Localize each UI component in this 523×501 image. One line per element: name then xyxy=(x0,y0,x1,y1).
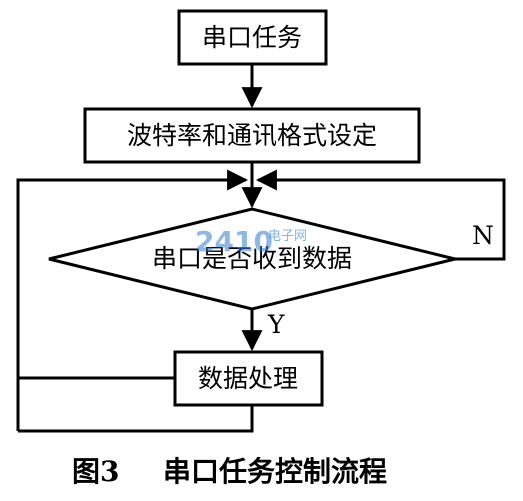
setup-node-box xyxy=(83,107,421,164)
loop-line-left xyxy=(16,169,249,431)
loop-line-right-n xyxy=(255,169,506,261)
process-node-label: 数据处理 xyxy=(198,364,298,393)
start-node-label: 串口任务 xyxy=(202,23,302,52)
caption-title: 串口任务控制流程 xyxy=(163,455,387,488)
caption-figure-number: 图3 xyxy=(72,455,119,488)
decision-node-label: 串口是否收到数据 xyxy=(152,244,352,273)
loop-line-bottom xyxy=(18,405,254,433)
setup-node-label: 波特率和通讯格式设定 xyxy=(127,121,377,150)
watermark-logo: 2410 xyxy=(195,225,273,258)
process-node-box xyxy=(173,350,324,407)
yes-label: Y xyxy=(267,310,285,339)
watermark-subtext: 电子网 xyxy=(268,229,307,244)
no-label: N xyxy=(472,221,494,250)
